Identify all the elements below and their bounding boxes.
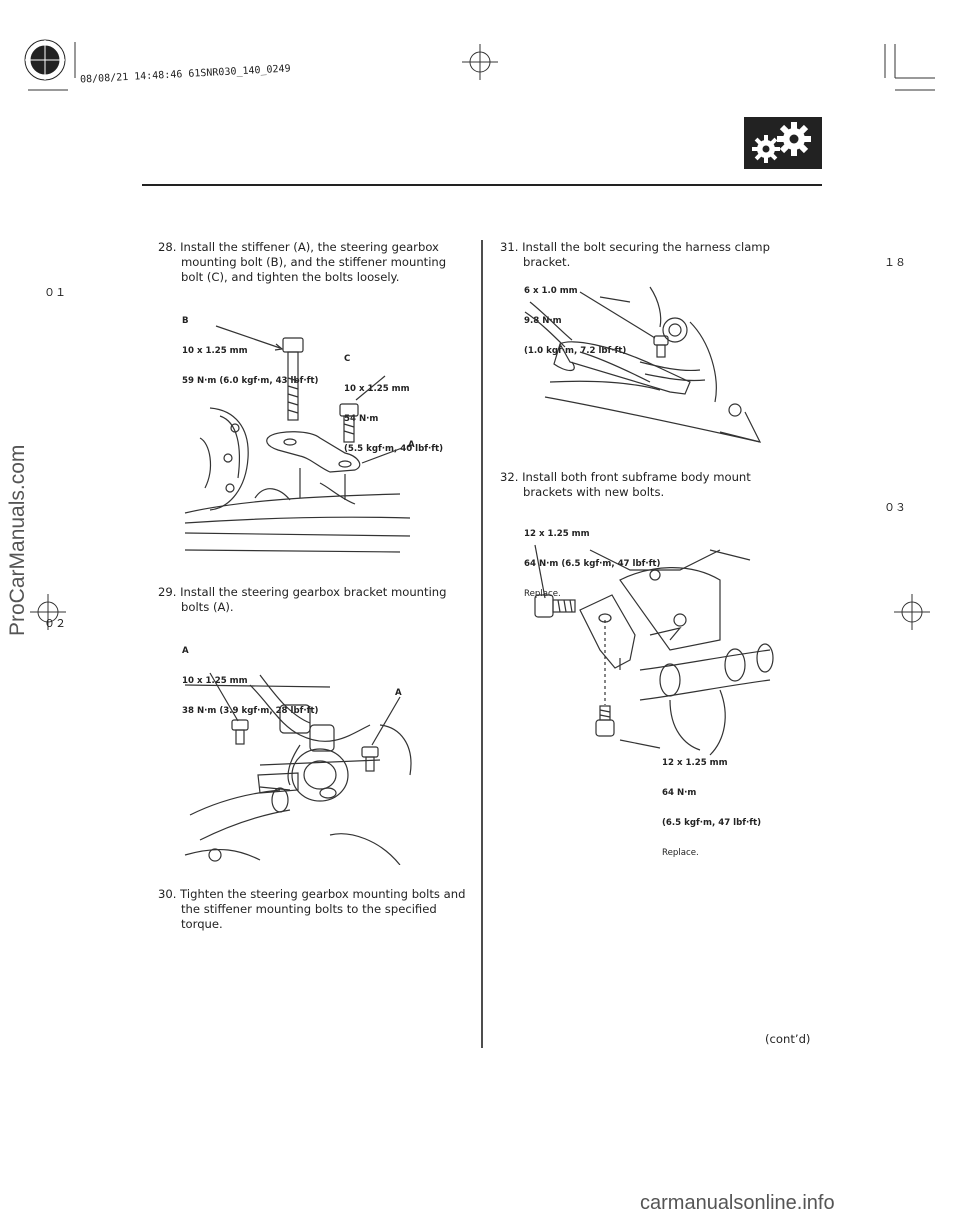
margin-mark-r2: ０３ [884, 501, 906, 514]
callout-c: C 10 x 1.25 mm 54 N·m (5.5 kgf·m, 40 lbf… [344, 334, 443, 464]
gearbox-bracket-illustration [184, 672, 412, 865]
step-32: 32. Install both front subframe body mou… [500, 470, 800, 500]
step-number: 31. [500, 240, 519, 254]
bolt-torque: 38 N·m (3.9 kgf·m, 28 lbf·ft) [182, 706, 319, 716]
contd-label: (cont’d) [765, 1032, 811, 1046]
callout-letter: A [182, 646, 189, 656]
callout-letter: B [182, 316, 189, 326]
step-text: Install the stiffener (A), the steering … [180, 240, 447, 284]
callout-a-29: A 10 x 1.25 mm 38 N·m (3.9 kgf·m, 28 lbf… [182, 626, 318, 726]
bottom-watermark: carmanualsonline.info [640, 1192, 835, 1214]
callout-a: A [408, 440, 415, 450]
bolt-size: 10 x 1.25 mm [182, 346, 248, 356]
bolt-size: 12 x 1.25 mm [524, 529, 590, 539]
bolt-size: 12 x 1.25 mm [662, 758, 728, 768]
subframe-mount-illustration [534, 544, 774, 756]
bolt-torque: 64 N·m (6.5 kgf·m, 47 lbf·ft) [524, 559, 661, 569]
step-31: 31. Install the bolt securing the harnes… [500, 240, 812, 270]
bolt-size: 10 x 1.25 mm [344, 384, 410, 394]
callout-letter: C [344, 354, 351, 364]
step-text: Tighten the steering gearbox mounting bo… [180, 887, 466, 931]
callout-bottom-bolt: 12 x 1.25 mm 64 N·m (6.5 kgf·m, 47 lbf·f… [662, 738, 761, 868]
margin-mark-l2: ０２ [44, 617, 66, 630]
step-text: Install the bolt securing the harness cl… [522, 240, 770, 269]
margin-mark-l1: ０１ [44, 286, 66, 299]
step-number: 32. [500, 470, 519, 484]
gears-icon [744, 117, 822, 169]
step-28: 28. Install the stiffener (A), the steer… [158, 240, 470, 285]
step-30: 30. Tighten the steering gearbox mountin… [158, 887, 470, 932]
bolt-torque-alt: (5.5 kgf·m, 40 lbf·ft) [344, 444, 444, 454]
side-watermark: ProCarManuals.com [6, 444, 29, 636]
step-number: 28. [158, 240, 177, 254]
step-number: 29. [158, 585, 177, 599]
step-number: 30. [158, 887, 177, 901]
callout-b: B 10 x 1.25 mm 59 N·m (6.0 kgf·m, 43 lbf… [182, 296, 318, 396]
replace-note: Replace. [662, 848, 699, 858]
bolt-torque-alt: (6.5 kgf·m, 47 lbf·ft) [662, 818, 762, 828]
step-text: Install the steering gearbox bracket mou… [180, 585, 447, 614]
bolt-torque: 54 N·m [344, 414, 379, 424]
step-29: 29. Install the steering gearbox bracket… [158, 585, 470, 615]
margin-mark-r1: １８ [884, 256, 906, 269]
bolt-torque: 64 N·m [662, 788, 697, 798]
harness-clamp-illustration [524, 286, 762, 443]
bolt-torque-alt: (1.0 kgf·m, 7.2 lbf·ft) [524, 346, 627, 356]
stiffener-illustration [184, 325, 411, 553]
replace-note: Replace. [524, 589, 561, 599]
bolt-size: 6 x 1.0 mm [524, 286, 578, 296]
step-text: Install both front subframe body mount b… [522, 470, 751, 499]
bolt-size: 10 x 1.25 mm [182, 676, 248, 686]
bolt-torque: 59 N·m (6.0 kgf·m, 43 lbf·ft) [182, 376, 319, 386]
callout-top-bolt: 12 x 1.25 mm 64 N·m (6.5 kgf·m, 47 lbf·f… [524, 509, 660, 609]
callout-a-29-right: A [395, 688, 402, 698]
